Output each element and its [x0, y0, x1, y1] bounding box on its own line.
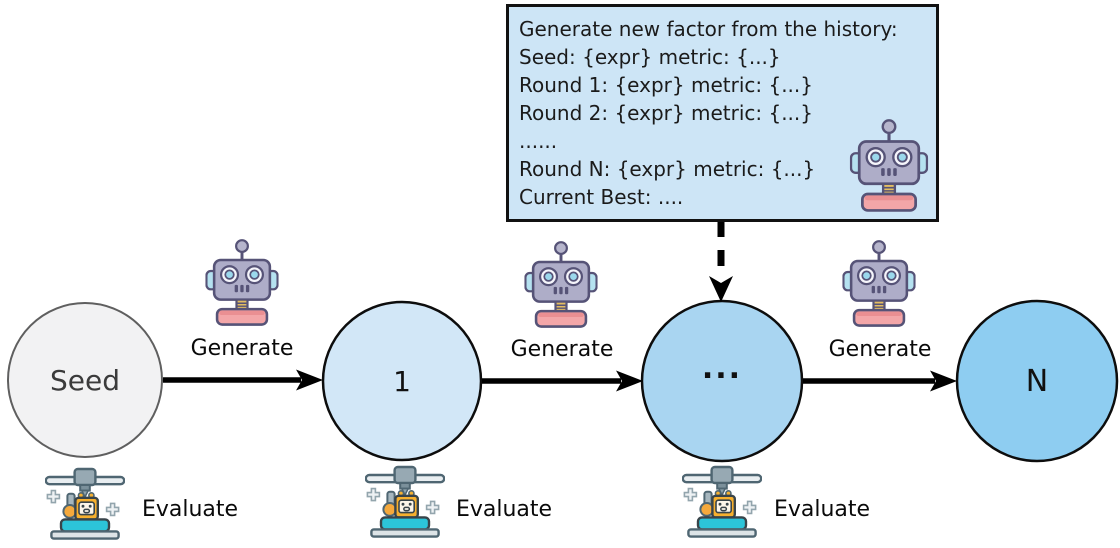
generate-label: Generate	[190, 336, 294, 361]
node-1-label: 1	[393, 364, 411, 398]
history-line: Round N: {expr} metric: {...}	[519, 157, 816, 181]
node-seed-circle	[7, 302, 163, 458]
node-n-label: N	[1025, 363, 1049, 399]
dashed-arrow-history-to-dots	[709, 221, 733, 302]
history-box: Generate new factor from the history: Se…	[506, 4, 939, 222]
edge-arrow-dots-to-n	[803, 370, 957, 392]
generate-label: Generate	[828, 337, 932, 362]
generate-label: Generate	[510, 337, 614, 362]
history-line: Generate new factor from the history:	[519, 17, 898, 41]
history-line: ......	[519, 129, 558, 153]
history-line: Seed: {expr} metric: {...}	[519, 45, 781, 69]
robot-icon	[839, 239, 919, 327]
3d-printer-robot-icon	[43, 465, 127, 545]
robot-icon	[202, 238, 282, 326]
history-line: Round 2: {expr} metric: {...}	[519, 101, 813, 125]
evaluate-label: Evaluate	[141, 497, 239, 522]
evaluate-label: Evaluate	[773, 497, 871, 522]
node-seed-label: Seed	[50, 363, 120, 397]
3d-printer-robot-icon	[681, 463, 763, 543]
robot-icon	[521, 240, 601, 328]
history-line: Current Best: ....	[519, 185, 684, 209]
history-line: Round 1: {expr} metric: {...}	[519, 73, 813, 97]
node-1-circle	[321, 300, 483, 462]
robot-icon	[847, 118, 931, 212]
3d-printer-robot-icon	[363, 463, 447, 543]
evaluate-label: Evaluate	[455, 497, 553, 522]
edge-arrow-seed-to-1	[163, 369, 323, 391]
node-dots-label: ...	[701, 350, 743, 386]
edge-arrow-1-to-dots	[482, 370, 643, 392]
